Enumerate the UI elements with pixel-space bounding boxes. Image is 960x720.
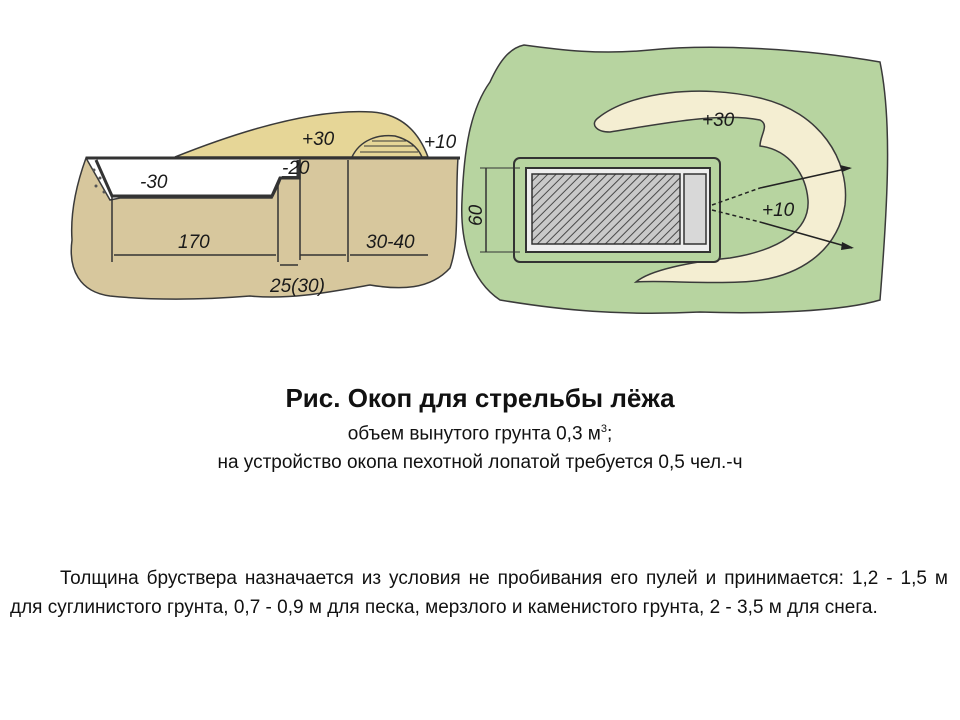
cross-section: +30 +10 -30 -20 170 30-40 25(30)	[70, 110, 460, 300]
plan-bank	[593, 90, 847, 284]
bank-high-label: +30	[302, 129, 335, 150]
trench-cavity	[96, 160, 298, 196]
step-depth-label: -20	[282, 158, 310, 179]
caption-volume: объем вынутого грунта 0,3 м3;	[0, 423, 960, 445]
caption-volume-text: объем вынутого грунта 0,3 м	[347, 423, 601, 445]
plan-bank-low-label: +10	[762, 200, 795, 221]
step-width-label: 25(30)	[269, 276, 325, 297]
bank-low-label: +10	[424, 132, 457, 153]
soil-mass	[70, 156, 459, 300]
trench-depth-label: -30	[140, 172, 168, 193]
plan-bank-high-label: +30	[702, 110, 735, 131]
plan-view: 60 +30 +10	[461, 44, 889, 314]
caption-labor: на устройство окопа пехотной лопатой тре…	[217, 452, 743, 473]
body-paragraph: Толщина бруствера назначается из условия…	[10, 568, 948, 618]
trench-diagram: +30 +10 -30 -20 170 30-40 25(30) 60 +30 …	[70, 44, 889, 314]
figure-title: Рис. Окоп для стрельбы лёжа	[285, 383, 675, 413]
caption-volume-end: ;	[606, 423, 613, 445]
parapet-width-label: 30-40	[366, 232, 415, 253]
trench-floor-hatch	[531, 173, 681, 245]
bottom-length-label: 170	[178, 232, 210, 253]
caption-volume-sup: 3	[600, 423, 607, 435]
plan-width-label: 60	[466, 204, 487, 226]
